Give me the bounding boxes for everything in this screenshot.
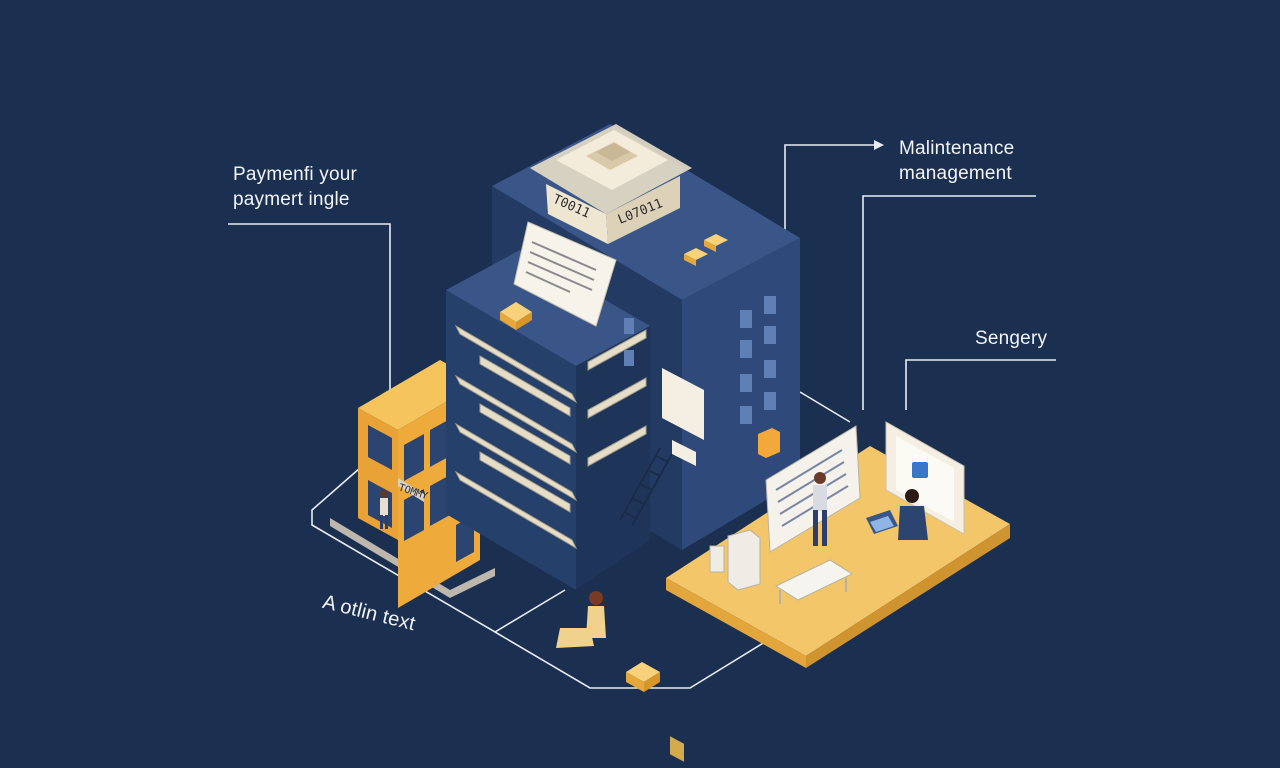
tower-right-face: [682, 238, 800, 550]
footprint-outline: [311, 467, 566, 633]
footprint-outline-3: [799, 391, 851, 423]
balconies: [454, 324, 647, 550]
maintenance-label-line1: Malintenance: [899, 138, 1015, 159]
person-seated-laptop: [866, 489, 928, 540]
sengery-connector: [905, 359, 1056, 410]
furniture: [709, 529, 854, 604]
maintenance-connector: [784, 144, 880, 230]
payment-label-line2: paymert ingle: [233, 189, 350, 210]
maintenance-label: Malintenance management: [899, 136, 1014, 186]
maintenance-connector-2: [862, 195, 1036, 410]
gold-cubes: [500, 234, 780, 692]
tower-windows: [624, 296, 776, 424]
person-standing: [813, 472, 827, 546]
maintenance-label-line2: management: [899, 163, 1012, 184]
document-sheet: [513, 221, 617, 327]
rooftop-box: [530, 124, 692, 244]
sengery-label: Sengery: [975, 328, 1048, 349]
payment-label: Paymenfi your paymert ingle: [233, 162, 357, 212]
payment-label-line1: Paymenfi your: [233, 164, 358, 185]
staircase: [619, 447, 673, 527]
monitor: [885, 421, 965, 535]
payment-connector: [228, 223, 391, 390]
wall-panel: [662, 368, 704, 762]
person-doorway: [380, 490, 388, 529]
person-reading: [556, 591, 606, 648]
arrowhead-icon: [874, 140, 884, 150]
